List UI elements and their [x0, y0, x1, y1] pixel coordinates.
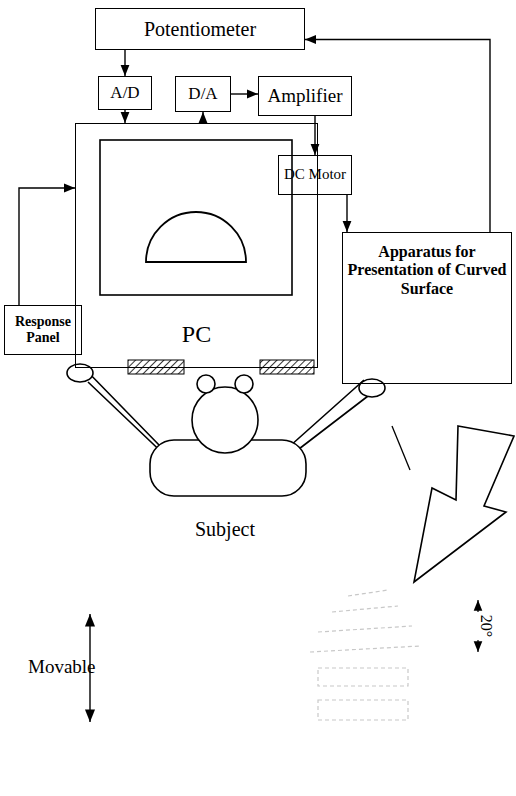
head: [192, 387, 258, 453]
angle-arrow: [477, 600, 478, 612]
node-text: DC Motor: [284, 166, 346, 183]
small-circle: [197, 375, 215, 393]
subject-figure: [67, 364, 385, 496]
converter-box: D/A: [175, 76, 231, 112]
arrow-edge-line: [392, 426, 410, 470]
rotation-arrow: [414, 426, 514, 582]
signal-arrow: [305, 40, 490, 233]
label-text: Subject: [195, 518, 255, 540]
node-text: PC: [182, 321, 211, 349]
step-block: [318, 668, 408, 686]
motor-box: DC Motor: [278, 155, 352, 195]
apparatus-box: Apparatus for Presentation of Curved Sur…: [342, 232, 512, 384]
signal-arrow: [19, 188, 75, 305]
panel-box: Response Panel: [4, 305, 82, 355]
converter-box: A/D: [98, 76, 152, 110]
amplifier-box: Amplifier: [258, 76, 352, 116]
signal-arrow: [346, 195, 347, 232]
signal-arrow: [314, 116, 315, 155]
monitor-screen: [100, 140, 292, 295]
node-text: Response Panel: [9, 314, 77, 346]
hatched-pad: [128, 360, 184, 374]
node-text: Amplifier: [268, 85, 343, 107]
small-circle: [235, 375, 253, 393]
computer-box: PC: [75, 123, 318, 368]
node-text: Potentiometer: [144, 18, 256, 41]
potentiometer-box: Potentiometer: [95, 8, 305, 50]
curve-display: [146, 212, 246, 262]
label-text: 20°: [478, 615, 495, 637]
signal-arrow: [124, 110, 125, 123]
signal-arrow: [202, 112, 203, 123]
subject-label: Subject: [195, 518, 255, 541]
label-text: Movable: [28, 656, 96, 677]
hatched-pad: [260, 360, 314, 374]
node-text: D/A: [188, 84, 217, 104]
step-block: [318, 700, 408, 720]
movable-label: Movable: [28, 656, 96, 678]
right-hand: [359, 379, 385, 397]
step-lines: [310, 590, 420, 652]
signal-arrow: [231, 93, 258, 94]
angle-label: 20°: [477, 615, 495, 637]
faded-steps: [310, 590, 420, 720]
signal-arrow: [124, 50, 125, 76]
node-text: Apparatus for Presentation of Curved Sur…: [347, 243, 507, 298]
node-text: A/D: [110, 83, 139, 103]
angle-arrow: [477, 640, 478, 652]
left-hand: [67, 364, 93, 382]
